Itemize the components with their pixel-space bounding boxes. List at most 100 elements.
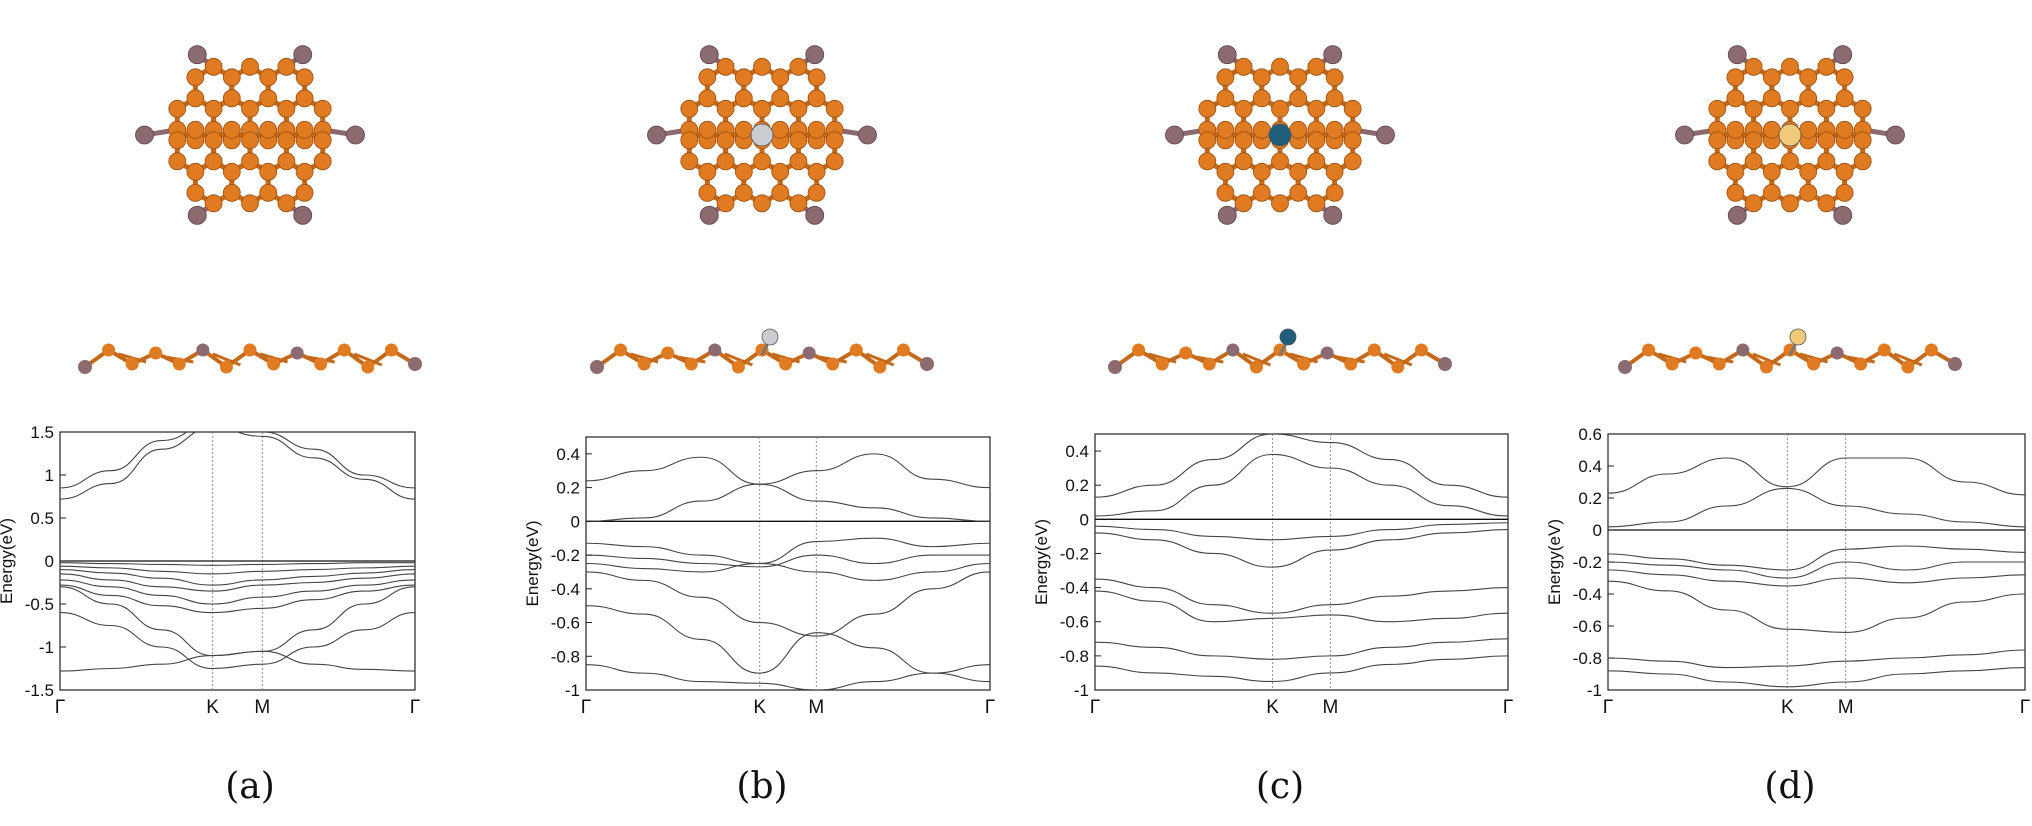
band-line — [586, 483, 990, 522]
y-axis-label: Energy(eV) — [1032, 519, 1051, 605]
band-line — [1095, 522, 1508, 541]
band-line — [1608, 649, 2025, 669]
band-line — [60, 562, 415, 566]
band-line — [586, 664, 990, 690]
band-line — [1095, 655, 1508, 683]
band-line — [1608, 561, 2025, 579]
band-line — [60, 565, 415, 575]
structure-top-view — [1675, 45, 1905, 225]
panel-caption: (c) — [1256, 766, 1304, 807]
kpoint-label: Γ — [2020, 697, 2030, 718]
band-line — [1608, 667, 2025, 688]
band-line — [60, 586, 415, 657]
y-tick-label: -0.6 — [1060, 613, 1089, 632]
band-line — [586, 605, 990, 683]
plot-frame — [1094, 433, 1509, 691]
structure-side-view — [1618, 328, 1962, 374]
y-tick-label: -1 — [1587, 681, 1602, 700]
y-tick-label: 0 — [571, 512, 580, 531]
band-line — [1095, 529, 1508, 568]
kpoint-label: Γ — [1603, 697, 1613, 718]
kpoint-label: Γ — [410, 697, 420, 718]
y-tick-label: 0.2 — [556, 479, 580, 498]
band-line — [1095, 453, 1508, 517]
band-line — [60, 569, 415, 586]
band-line — [586, 571, 990, 637]
y-tick-label: -0.6 — [551, 614, 580, 633]
y-tick-label: 0.4 — [1065, 442, 1089, 461]
kpoint-label: K — [1266, 697, 1279, 718]
y-tick-label: 0.6 — [1578, 425, 1602, 444]
y-tick-label: -0.2 — [1573, 553, 1602, 572]
band-line — [1608, 487, 2025, 528]
y-tick-label: -0.2 — [1060, 544, 1089, 563]
kpoint-label: K — [206, 697, 219, 718]
band-line — [586, 537, 990, 565]
structure-side-view — [78, 343, 422, 374]
y-tick-label: -0.2 — [551, 546, 580, 565]
kpoint-label: K — [753, 697, 766, 718]
structure-top-view — [647, 45, 877, 225]
y-tick-label: -0.8 — [551, 647, 580, 666]
y-tick-label: 0 — [1593, 521, 1602, 540]
y-tick-label: -1 — [565, 681, 580, 700]
panel-caption: (a) — [225, 766, 275, 807]
y-tick-label: -1.5 — [25, 681, 54, 700]
band-line — [60, 573, 415, 592]
band-line — [1095, 434, 1508, 498]
y-tick-label: -1 — [39, 638, 54, 657]
band-line — [60, 650, 415, 672]
kpoint-label: Γ — [1090, 697, 1100, 718]
y-tick-label: -0.8 — [1573, 649, 1602, 668]
y-tick-label: -0.5 — [25, 595, 54, 614]
y-tick-label: 0 — [45, 552, 54, 571]
y-tick-label: 0.4 — [556, 445, 580, 464]
kpoint-label: Γ — [581, 697, 591, 718]
y-tick-label: -0.4 — [551, 580, 580, 599]
band-line — [1095, 590, 1508, 623]
band-line — [586, 453, 990, 489]
kpoint-label: M — [254, 697, 270, 718]
kpoint-label: M — [1838, 697, 1854, 718]
y-tick-label: -1 — [1074, 681, 1089, 700]
band-line — [60, 584, 415, 614]
kpoint-label: M — [808, 697, 824, 718]
band-line — [1608, 545, 2025, 571]
y-tick-label: 1 — [45, 466, 54, 485]
band-line — [586, 554, 990, 568]
band-line — [1608, 457, 2025, 496]
band-line — [586, 562, 990, 581]
structure-side-view — [1108, 328, 1452, 374]
band-line — [60, 612, 415, 670]
y-tick-label: -0.4 — [1573, 585, 1602, 604]
band-line — [60, 579, 415, 605]
y-tick-label: 1.5 — [30, 423, 54, 442]
kpoint-label: M — [1322, 697, 1338, 718]
panel-caption: (b) — [736, 766, 787, 807]
kpoint-label: K — [1781, 697, 1794, 718]
kpoint-label: Γ — [1503, 697, 1513, 718]
band-line — [60, 432, 415, 489]
y-tick-label: -0.8 — [1060, 647, 1089, 666]
structure-side-view — [590, 328, 934, 374]
band-line — [1095, 578, 1508, 614]
y-tick-label: 0.5 — [30, 509, 54, 528]
y-axis-label: Energy(eV) — [0, 518, 16, 604]
y-axis-label: Energy(eV) — [1545, 519, 1564, 605]
y-tick-label: -0.4 — [1060, 579, 1089, 598]
band-line — [1608, 580, 2025, 633]
structure-top-view — [135, 45, 365, 225]
structure-top-view — [1165, 45, 1395, 225]
y-tick-label: 0 — [1080, 510, 1089, 529]
y-tick-label: -0.6 — [1573, 617, 1602, 636]
band-line — [1095, 638, 1508, 660]
